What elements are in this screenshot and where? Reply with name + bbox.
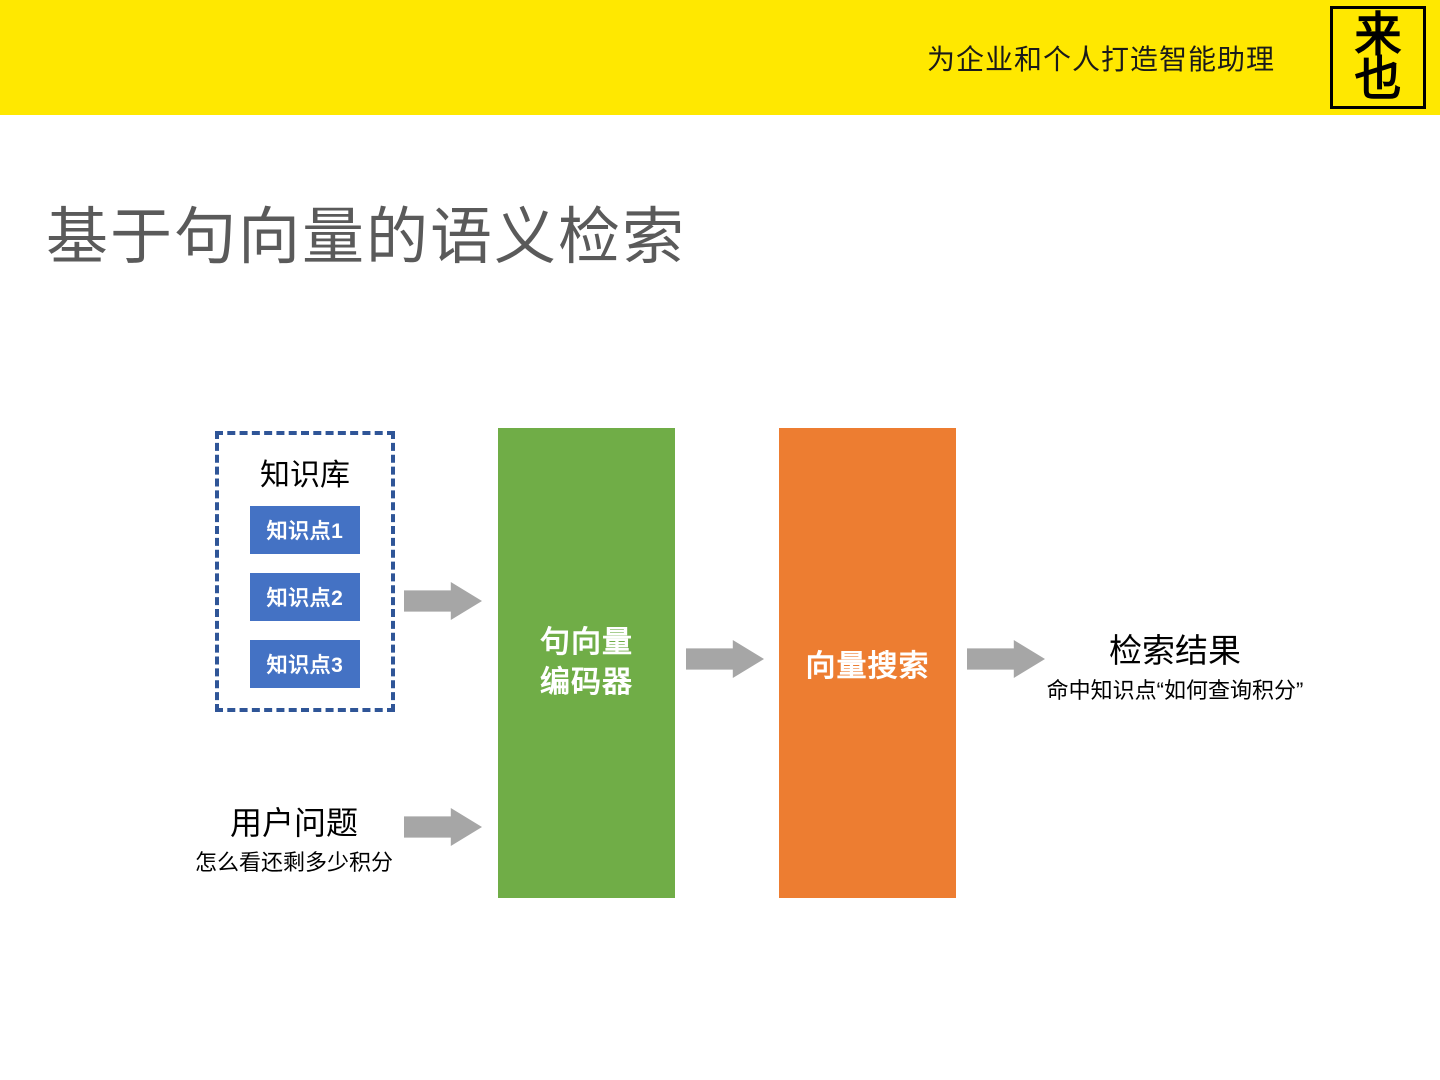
header-banner bbox=[0, 0, 1440, 115]
vector-search-label: 向量搜索 bbox=[805, 650, 930, 683]
user-question-example: 怎么看还剩多少积分 bbox=[194, 850, 393, 875]
vector-search-box: 向量搜索 bbox=[779, 428, 956, 898]
sentence-encoder-box: 句向量 编码器 bbox=[498, 428, 675, 898]
result-detail: 命中知识点“如何查询积分” bbox=[1046, 678, 1304, 703]
encoder-label-line1: 句向量 bbox=[540, 625, 633, 659]
logo-char-bottom: 也 bbox=[1354, 51, 1402, 107]
knowledge-base-label: 知识库 bbox=[260, 459, 350, 492]
page-title: 基于句向量的语义检索 bbox=[46, 203, 687, 272]
encoder-label-line2: 编码器 bbox=[540, 666, 633, 699]
logo-char-top: 来 bbox=[1354, 8, 1402, 64]
arrow-right-icon-encoder-to-search bbox=[686, 640, 764, 678]
user-question-title: 用户问题 bbox=[229, 805, 358, 841]
result-title: 检索结果 bbox=[1109, 632, 1241, 669]
brand-logo: 来 也 bbox=[1330, 6, 1426, 109]
knowledge-point-2: 知识点2 bbox=[250, 573, 360, 621]
knowledge-point-3: 知识点3 bbox=[250, 640, 360, 688]
arrow-right-icon-question-to-encoder bbox=[404, 808, 482, 846]
arrow-right-icon-knowledge-to-encoder bbox=[404, 582, 482, 620]
knowledge-point-1: 知识点1 bbox=[250, 506, 360, 554]
header-tagline: 为企业和个人打造智能助理 bbox=[926, 44, 1275, 75]
